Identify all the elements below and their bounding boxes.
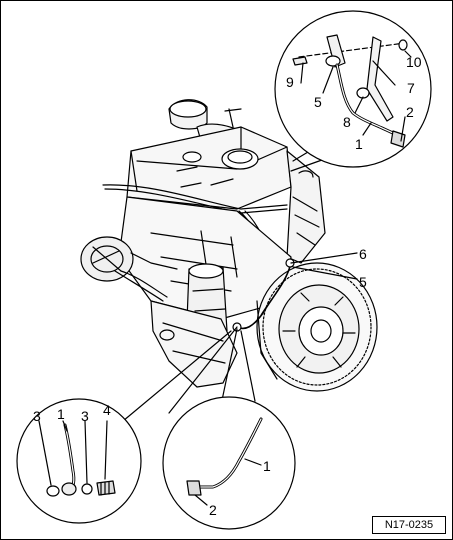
detail-bottom	[162, 396, 296, 530]
leader-6	[290, 252, 358, 264]
callout-top-2: 2	[406, 104, 414, 120]
callout-left-3b: 3	[81, 408, 89, 424]
callout-top-10: 10	[406, 54, 422, 70]
callout-left-1: 1	[57, 406, 65, 422]
detail-left	[16, 398, 142, 524]
leader-bottom	[220, 328, 238, 406]
callout-bottom-1: 1	[263, 458, 271, 474]
flywheel-clutch	[256, 262, 378, 392]
callout-numbers: 9 10 5 7 8 1 2 6 5 3 1 3 4 1 2	[33, 54, 422, 518]
callout-top-7: 7	[407, 80, 415, 96]
callout-bottom-2: 2	[209, 502, 217, 518]
callout-left-3a: 3	[33, 408, 41, 424]
callout-top-8: 8	[343, 114, 351, 130]
callout-main-6: 6	[359, 246, 367, 262]
callout-main-5: 5	[359, 274, 367, 290]
callout-left-4: 4	[103, 402, 111, 418]
callout-top-9: 9	[286, 74, 294, 90]
leader-5	[292, 266, 358, 280]
figure-reference: N17-0235	[372, 516, 446, 534]
callout-top-1: 1	[355, 136, 363, 152]
engine-block	[80, 99, 326, 388]
callout-top-5: 5	[314, 94, 322, 110]
leader-left	[168, 326, 238, 414]
detail-top	[274, 10, 432, 168]
